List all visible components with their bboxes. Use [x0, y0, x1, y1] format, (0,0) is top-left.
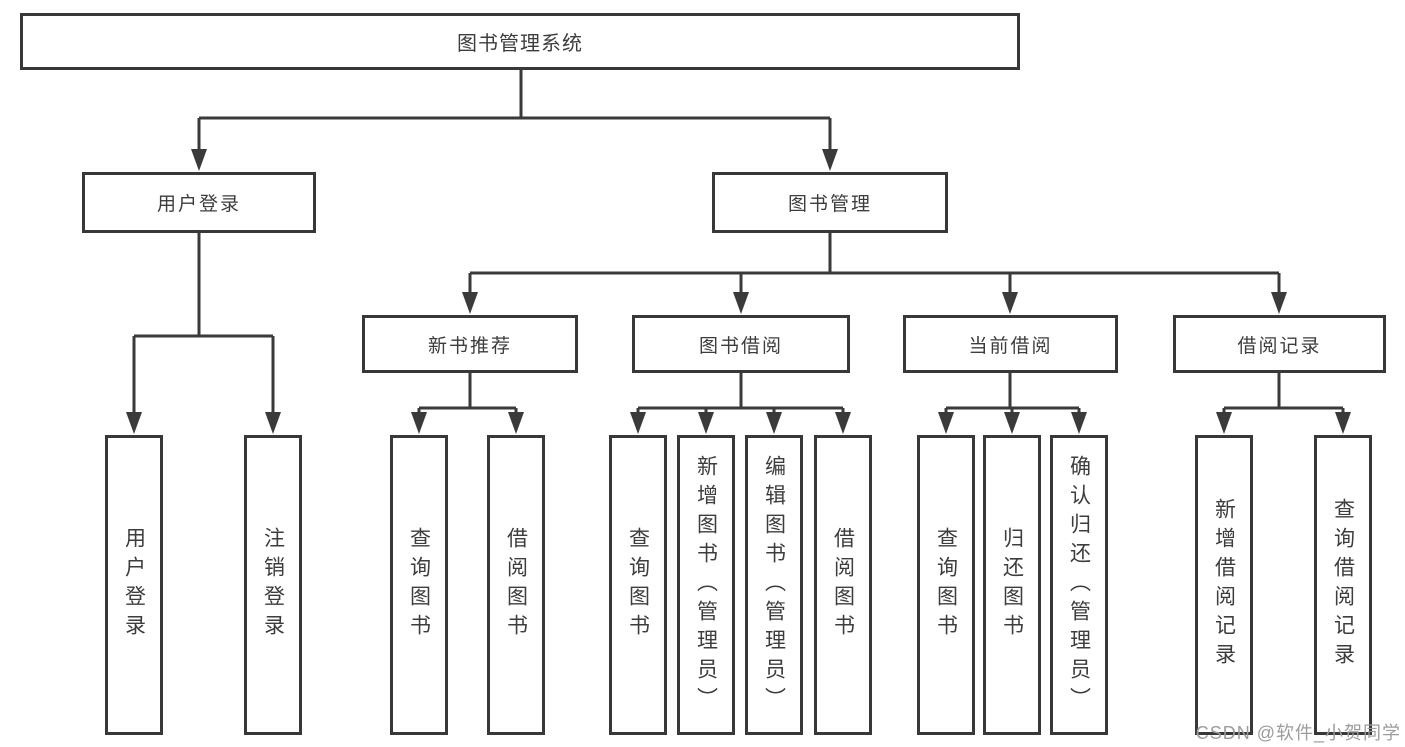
node-label: 查询借阅记录 [1331, 498, 1355, 672]
leaf-borrow-book-borrowing: 借阅图书 [814, 435, 872, 735]
leaf-borrow-book-recommend: 借阅图书 [487, 435, 545, 735]
node-label: 查询图书 [934, 527, 958, 643]
leaf-query-borrow-record: 查询借阅记录 [1314, 435, 1372, 735]
node-label: 当前借阅 [968, 335, 1053, 357]
node-label: 新增图书（管理员） [694, 454, 718, 716]
leaf-confirm-return-admin: 确认归还（管理员） [1050, 435, 1108, 735]
leaf-logout: 注销登录 [244, 435, 302, 735]
leaf-return-book: 归还图书 [983, 435, 1041, 735]
node-label: 查询图书 [626, 527, 650, 643]
node-new-book-recommend: 新书推荐 [362, 315, 578, 373]
node-book-management: 图书管理 [712, 172, 948, 233]
node-label: 查询图书 [407, 527, 431, 643]
csdn-watermark: CSDN @软件_小贺同学 [1195, 723, 1401, 743]
leaf-add-borrow-record: 新增借阅记录 [1195, 435, 1253, 735]
node-label: 图书管理 [787, 194, 872, 215]
leaf-user-login: 用户登录 [105, 435, 163, 735]
node-label: 归还图书 [1000, 527, 1024, 643]
node-label: 编辑图书（管理员） [762, 454, 786, 716]
node-label: 注销登录 [261, 527, 285, 643]
node-user-login: 用户登录 [82, 172, 316, 233]
node-label: 用户登录 [122, 527, 146, 643]
node-label: 借阅记录 [1237, 335, 1322, 357]
node-label: 借阅图书 [504, 527, 528, 643]
node-label: 图书管理系统 [457, 33, 583, 55]
node-borrowing-records: 借阅记录 [1173, 315, 1386, 373]
node-root-library-system: 图书管理系统 [20, 13, 1020, 70]
leaf-edit-book-admin: 编辑图书（管理员） [745, 435, 803, 735]
node-label: 用户登录 [156, 194, 241, 215]
node-label: 图书借阅 [698, 335, 783, 357]
node-current-borrowing: 当前借阅 [903, 315, 1118, 373]
node-label: 借阅图书 [831, 527, 855, 643]
node-book-borrowing: 图书借阅 [632, 315, 850, 373]
leaf-add-book-admin: 新增图书（管理员） [677, 435, 735, 735]
node-label: 确认归还（管理员） [1067, 454, 1091, 716]
leaf-query-book-current: 查询图书 [917, 435, 975, 735]
leaf-query-book-borrowing: 查询图书 [609, 435, 667, 735]
leaf-query-book-recommend: 查询图书 [390, 435, 448, 735]
node-label: 新增借阅记录 [1212, 498, 1236, 672]
node-label: 新书推荐 [427, 335, 512, 357]
